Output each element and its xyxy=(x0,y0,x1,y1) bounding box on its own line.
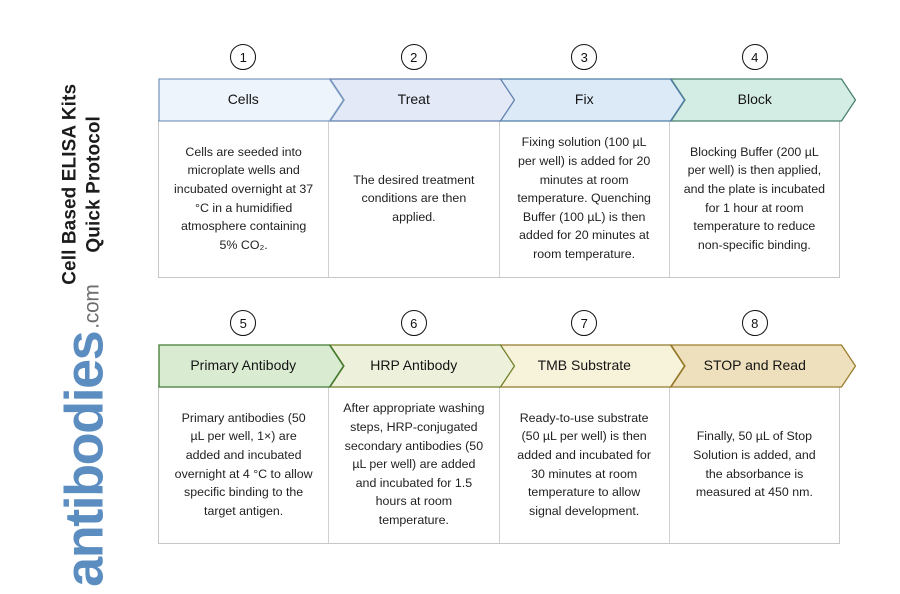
step-number-badges-row-1: 1 2 3 4 xyxy=(158,44,840,74)
step-description-text-8: Finally, 50 µL of Stop Solution is added… xyxy=(693,429,816,500)
brand-suffix: .com xyxy=(80,284,104,329)
step-number-badge-5: 5 xyxy=(230,310,257,336)
step-description-cell-1: Cells are seeded into microplate wells a… xyxy=(159,120,330,277)
step-description-cell-5: Primary antibodies (50 µL per well, 1×) … xyxy=(159,386,330,543)
step-description-text-1: Cells are seeded into microplate wells a… xyxy=(174,144,314,252)
step-number-badge-7: 7 xyxy=(571,310,598,336)
step-description-text-4: Blocking Buffer (200 µL per well) is the… xyxy=(683,144,825,252)
step-description-text-3: Fixing solution (100 µL per well) is add… xyxy=(517,135,651,262)
step-description-row-1: Cells are seeded into microplate wells a… xyxy=(158,120,840,278)
step-chevron-3[interactable]: Fix xyxy=(499,78,686,122)
step-description-text-5: Primary antibodies (50 µL per well, 1×) … xyxy=(174,410,313,518)
step-description-cell-2: The desired treatment conditions are the… xyxy=(329,120,500,277)
left-rail: Cell Based ELISA Kits Quick Protocol ant… xyxy=(0,0,152,594)
step-number-badge-2: 2 xyxy=(400,44,427,70)
step-description-text-7: Ready-to-use substrate (50 µL per well) … xyxy=(517,410,651,518)
step-description-cell-8: Finally, 50 µL of Stop Solution is added… xyxy=(670,386,839,543)
step-description-cell-4: Blocking Buffer (200 µL per well) is the… xyxy=(670,120,839,277)
step-number-badge-1: 1 xyxy=(230,44,257,70)
step-number-badge-6: 6 xyxy=(400,310,427,336)
step-chevron-7[interactable]: TMB Substrate xyxy=(499,344,686,388)
step-description-text-2: The desired treatment conditions are the… xyxy=(353,172,475,224)
step-description-cell-6: After appropriate washing steps, HRP-con… xyxy=(329,386,500,543)
step-number-badge-8: 8 xyxy=(741,310,768,336)
brand-logo: antibodies .com xyxy=(54,284,114,586)
step-chevron-8[interactable]: STOP and Read xyxy=(669,344,856,388)
step-number-badge-3: 3 xyxy=(571,44,598,70)
brand-name: antibodies xyxy=(54,331,115,587)
step-description-cell-3: Fixing solution (100 µL per well) is add… xyxy=(500,120,670,277)
step-chevron-4[interactable]: Block xyxy=(669,78,856,122)
step-chevron-6[interactable]: HRP Antibody xyxy=(328,344,515,388)
step-chevron-2[interactable]: Treat xyxy=(328,78,515,122)
step-chevron-1[interactable]: Cells xyxy=(158,78,345,122)
step-chevron-5[interactable]: Primary Antibody xyxy=(158,344,345,388)
step-description-cell-7: Ready-to-use substrate (50 µL per well) … xyxy=(500,386,670,543)
step-description-text-6: After appropriate washing steps, HRP-con… xyxy=(343,401,485,528)
step-number-badges-row-2: 5 6 7 8 xyxy=(158,310,840,340)
step-number-badge-4: 4 xyxy=(741,44,768,70)
step-description-row-2: Primary antibodies (50 µL per well, 1×) … xyxy=(158,386,840,544)
